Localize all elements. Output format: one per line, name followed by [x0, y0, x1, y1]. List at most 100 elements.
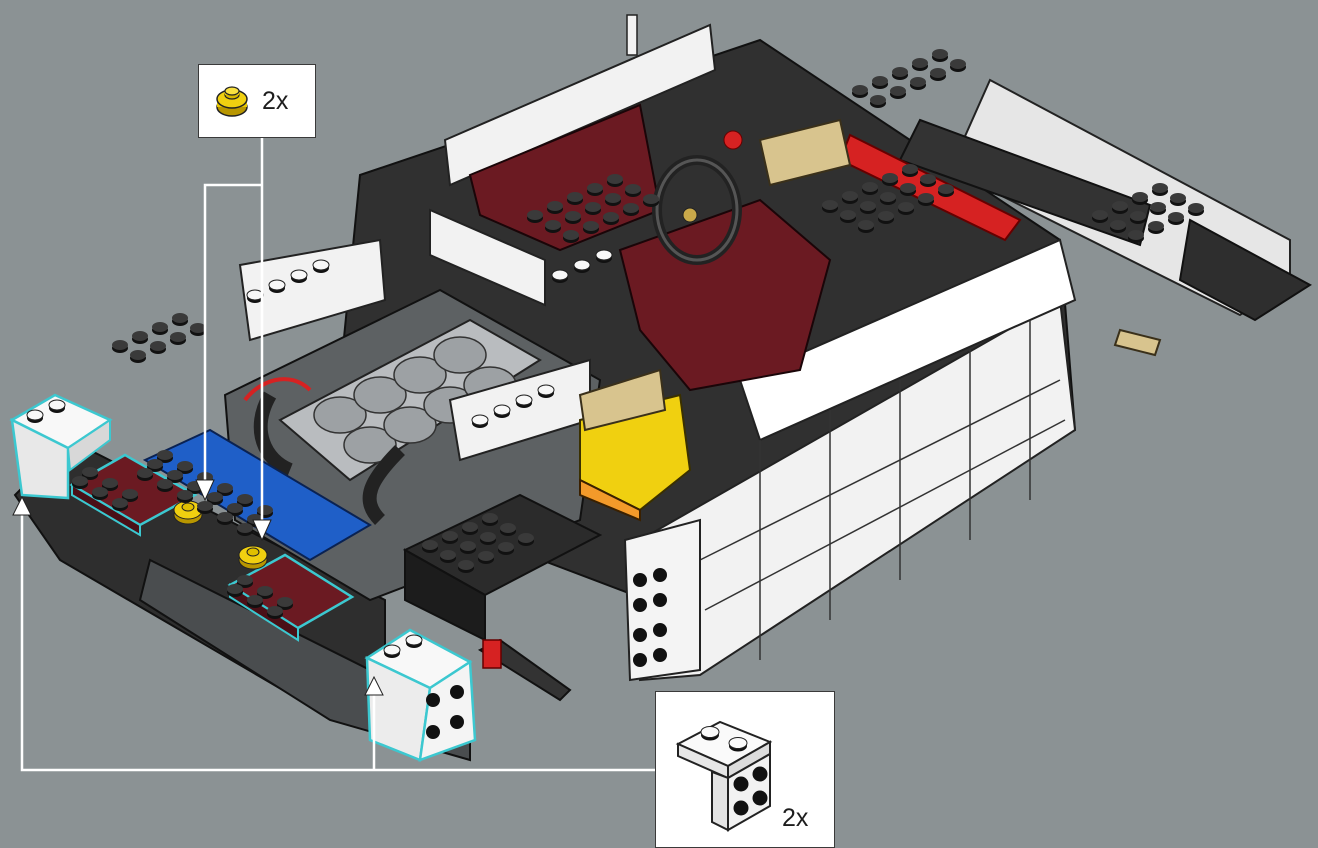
stud: [1170, 193, 1186, 206]
stud: [607, 174, 623, 187]
white-bracket-right: [364, 628, 477, 762]
stud: [478, 551, 494, 564]
stud: [471, 414, 489, 429]
stud: [383, 644, 401, 659]
stud: [267, 606, 283, 619]
arrow-up-icon: [364, 675, 384, 696]
parts-callout-bracket: 2x: [655, 691, 835, 848]
stud: [237, 523, 253, 536]
stud: [1130, 211, 1146, 224]
stud: [902, 164, 918, 177]
stud: [92, 487, 108, 500]
arrow-down-icon: [252, 519, 272, 542]
stud: [518, 533, 534, 546]
stud: [1132, 192, 1148, 205]
stud: [900, 183, 916, 196]
stud: [880, 192, 896, 205]
stud: [112, 340, 128, 353]
stud: [878, 211, 894, 224]
stud: [247, 595, 263, 608]
stud: [190, 323, 206, 336]
stud: [500, 523, 516, 536]
stud: [537, 384, 555, 399]
stud: [152, 322, 168, 335]
stud: [290, 269, 308, 284]
quantity-label: 2x: [262, 87, 289, 115]
stud: [482, 513, 498, 526]
stud: [1152, 183, 1168, 196]
stud: [852, 85, 868, 98]
stud: [1188, 203, 1204, 216]
stud: [480, 532, 496, 545]
stud: [268, 279, 286, 294]
stud: [840, 210, 856, 223]
stud: [920, 174, 936, 187]
stud: [932, 49, 948, 62]
stud: [1168, 212, 1184, 225]
stud: [498, 542, 514, 555]
stud: [312, 259, 330, 274]
stud: [567, 192, 583, 205]
stud: [930, 68, 946, 81]
stud: [842, 191, 858, 204]
stud: [1112, 201, 1128, 214]
arrow-up-icon: [12, 495, 32, 516]
stud: [515, 394, 533, 409]
stud: [170, 332, 186, 345]
stud: [1148, 221, 1164, 234]
stud: [918, 193, 934, 206]
stud: [422, 540, 438, 553]
stud: [870, 95, 886, 108]
arrow-down-icon: [195, 479, 215, 502]
stud: [157, 479, 173, 492]
stud: [1128, 230, 1144, 243]
stud: [545, 220, 561, 233]
stud: [442, 531, 458, 544]
stud: [462, 522, 478, 535]
stud: [48, 399, 66, 414]
stud: [938, 184, 954, 197]
stud: [197, 501, 213, 514]
stud: [585, 202, 601, 215]
stud: [458, 560, 474, 573]
stud: [246, 289, 264, 304]
stud: [137, 468, 153, 481]
stud: [890, 86, 906, 99]
stud: [1150, 202, 1166, 215]
stud: [172, 313, 188, 326]
stud: [858, 220, 874, 233]
stud: [150, 341, 166, 354]
stud: [625, 184, 641, 197]
stud: [587, 183, 603, 196]
stud: [912, 58, 928, 71]
stud: [217, 512, 233, 525]
steering-wheel: [652, 155, 742, 265]
stud: [563, 230, 579, 243]
stud: [573, 259, 591, 274]
stud: [892, 67, 908, 80]
stud: [643, 194, 659, 207]
yellow-round-plate-2: [238, 545, 268, 570]
stud: [910, 77, 926, 90]
stud: [72, 476, 88, 489]
stud: [882, 173, 898, 186]
stud: [177, 490, 193, 503]
stud: [595, 249, 613, 264]
callout-arrowheads: [12, 479, 384, 696]
quantity-label: 2x: [782, 804, 809, 832]
stud: [822, 200, 838, 213]
stud: [130, 350, 146, 363]
stud: [551, 269, 569, 284]
yellow-round-plate-1: [173, 500, 203, 525]
white-bracket-left: [9, 393, 113, 500]
stud: [132, 331, 148, 344]
stud: [605, 193, 621, 206]
stud: [527, 210, 543, 223]
stud: [950, 59, 966, 72]
stud: [583, 221, 599, 234]
stud: [1110, 220, 1126, 233]
parts-callout-round-plate: 2x: [198, 64, 316, 138]
stud: [860, 201, 876, 214]
stud: [26, 409, 44, 424]
